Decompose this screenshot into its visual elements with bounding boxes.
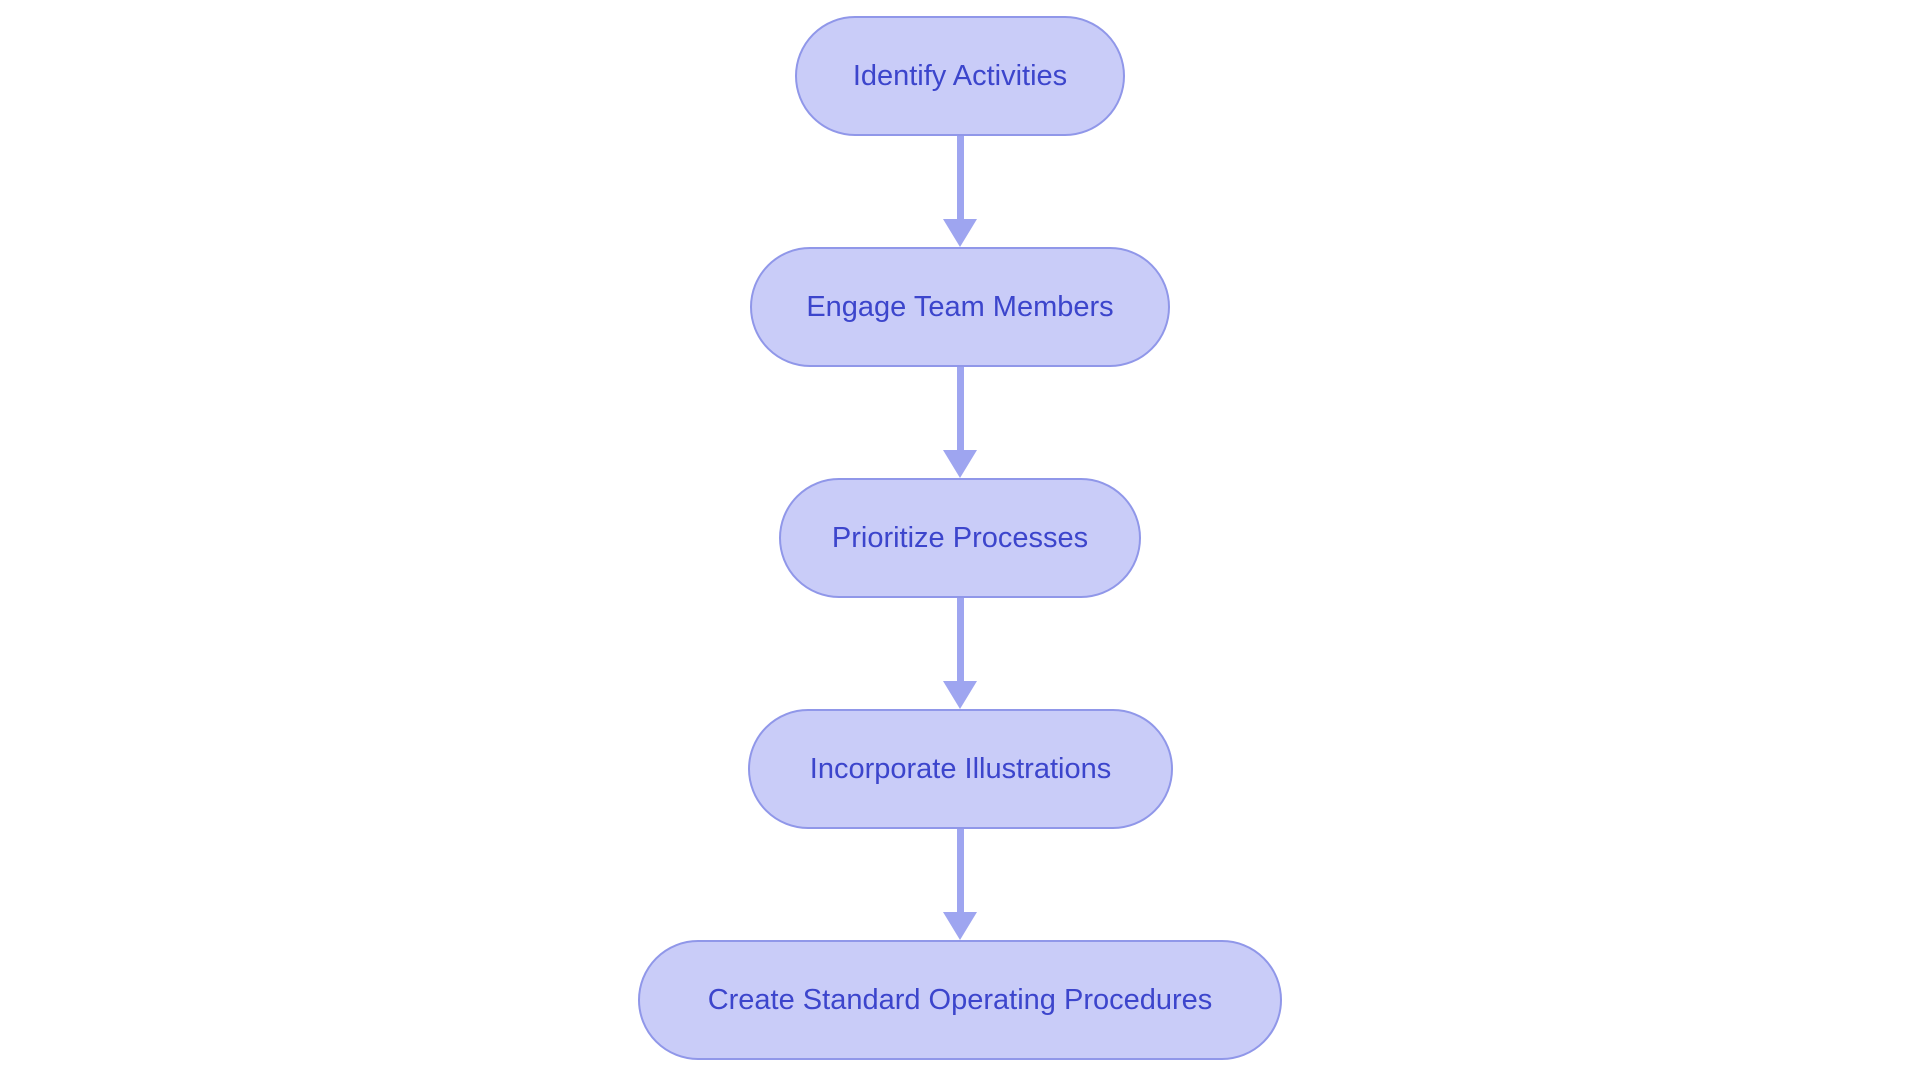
arrow-head-icon [943,219,977,247]
flow-node-prioritize-processes: Prioritize Processes [779,478,1141,598]
flow-node-engage-team-members: Engage Team Members [750,247,1170,367]
arrow-shaft [956,598,964,685]
arrow-shaft [956,136,964,223]
arrow-shaft [956,367,964,454]
flow-node-identify-activities: Identify Activities [795,16,1125,136]
arrow-shaft [956,829,964,916]
flow-node-incorporate-illustrations: Incorporate Illustrations [748,709,1173,829]
arrow-head-icon [943,681,977,709]
flow-node-create-standard-operating-procedures: Create Standard Operating Procedures [638,940,1282,1060]
arrow-head-icon [943,450,977,478]
arrow-head-icon [943,912,977,940]
